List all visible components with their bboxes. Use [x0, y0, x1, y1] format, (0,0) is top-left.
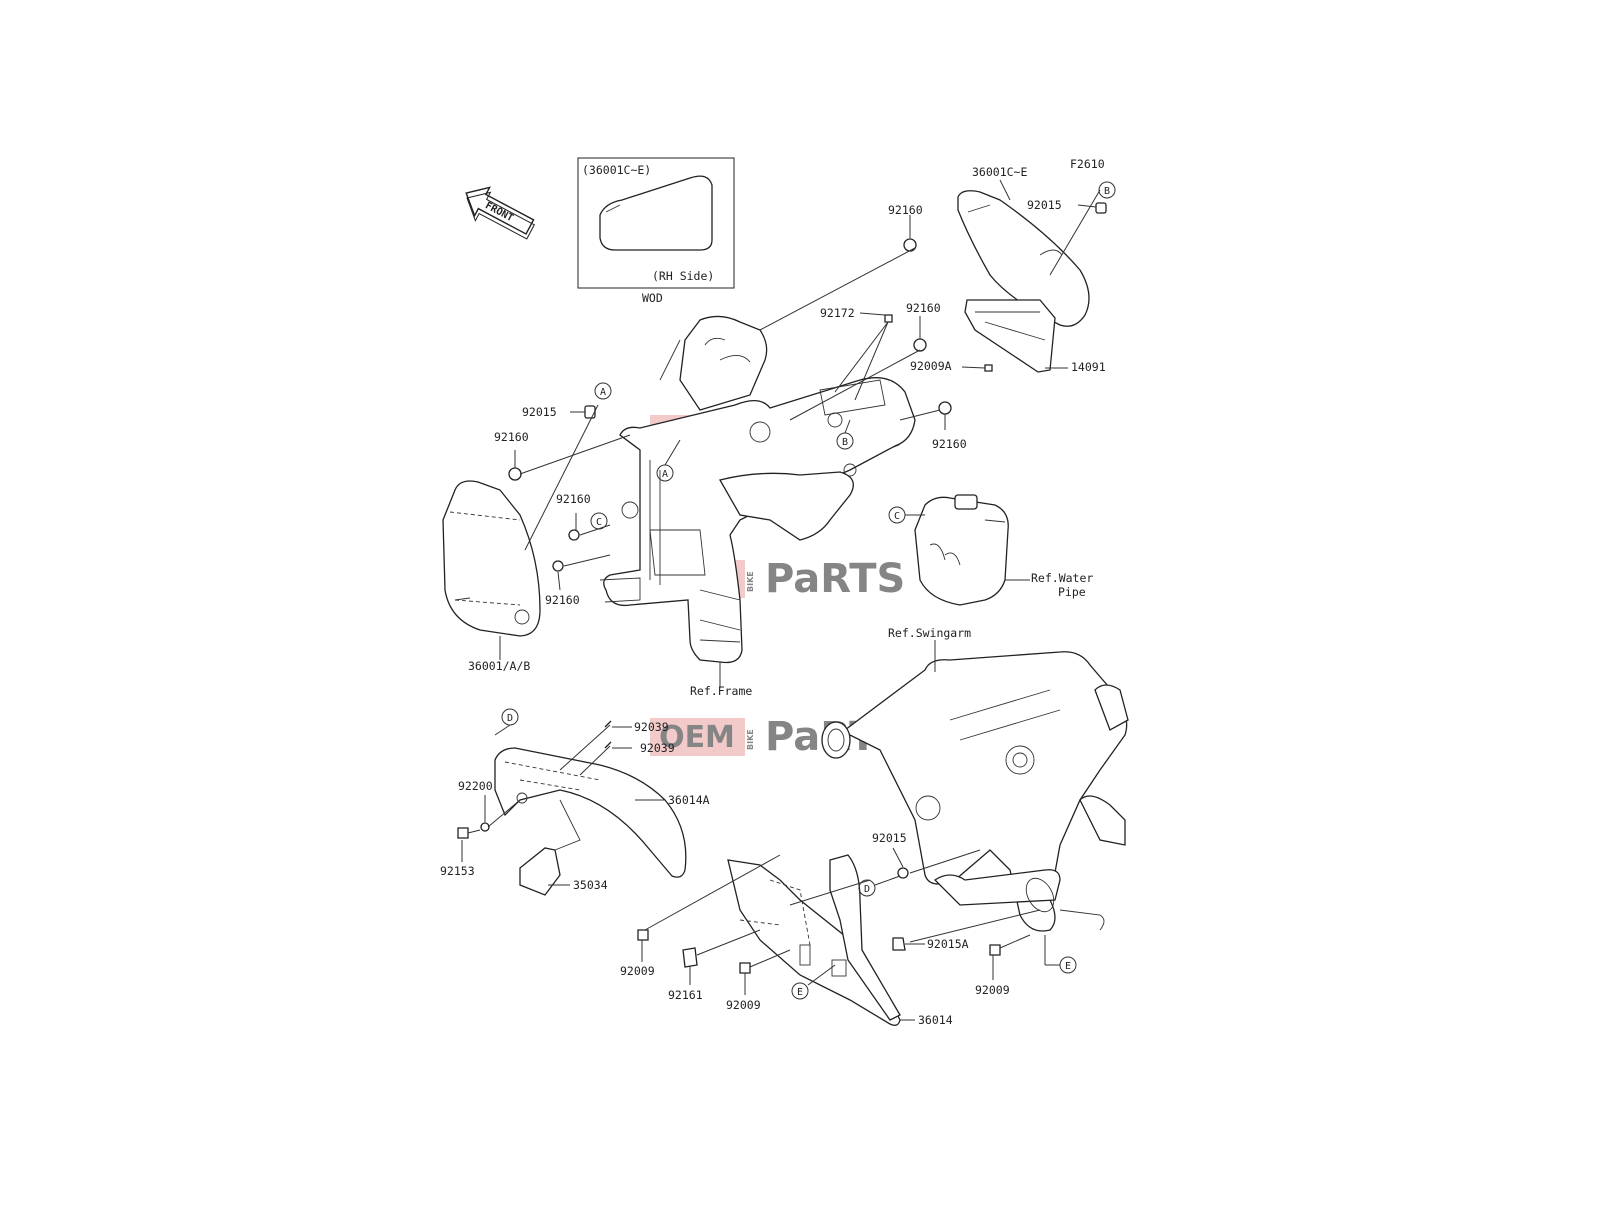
water-pump-cover	[914, 494, 1009, 606]
svg-text:E: E	[797, 987, 803, 998]
callout-36014a: 36014A	[668, 793, 710, 807]
callout-92160: 92160	[906, 301, 941, 315]
svg-text:PaRTS: PaRTS	[765, 556, 905, 602]
ref-marker-d-guard: D	[501, 708, 519, 726]
svg-text:B: B	[842, 437, 848, 448]
bolt-92153	[457, 827, 469, 839]
callout-92160: 92160	[545, 593, 580, 607]
ref-marker-b-frame: B	[836, 432, 854, 450]
collar-92015a	[892, 937, 906, 951]
bolt-92009a	[984, 364, 993, 372]
ref-marker-a-top: A	[594, 382, 612, 400]
callout-92009: 92009	[726, 998, 761, 1012]
svg-text:B: B	[1104, 186, 1110, 197]
callout-pipe: Pipe	[1058, 585, 1086, 599]
callout-92172: 92172	[820, 306, 855, 320]
ref-marker-d-swingarm: D	[858, 879, 876, 897]
callout-92160: 92160	[932, 437, 967, 451]
callout-92015: 92015	[1027, 198, 1062, 212]
callout-92161: 92161	[668, 988, 703, 1002]
callout-92015: 92015	[872, 831, 907, 845]
callout-14091: 14091	[1071, 360, 1106, 374]
inset-box: (36001C~E) (RH Side) WOD	[577, 157, 735, 305]
svg-text:A: A	[662, 469, 668, 480]
ref-marker-e-swingarm: E	[1059, 956, 1077, 974]
inset-title: (36001C~E)	[582, 163, 651, 177]
ref-marker-c-left: C	[590, 512, 608, 530]
callout-92015: 92015	[522, 405, 557, 419]
callout-92009: 92009	[620, 964, 655, 978]
bracket-14091	[964, 299, 1056, 373]
callout-ref-water: Ref.Water	[1031, 571, 1093, 585]
bolt-92172	[884, 314, 893, 323]
nut-92160-f	[552, 560, 564, 572]
callout-35034: 35034	[573, 878, 608, 892]
callout-92160: 92160	[888, 203, 923, 217]
chain-guard-upper	[494, 747, 687, 878]
bolt-92009-c	[989, 944, 1001, 956]
callout-92009: 92009	[975, 983, 1010, 997]
side-cover-lh	[442, 480, 541, 637]
nut-92160-a	[903, 238, 917, 252]
pin-92039	[604, 720, 612, 749]
nut-92160-d	[508, 467, 522, 481]
callout-ref-swingarm: Ref.Swingarm	[888, 626, 971, 640]
ref-markers: B A A B C C D D E E	[501, 181, 1116, 1000]
callout-ref-frame: Ref.Frame	[690, 684, 752, 698]
callout-labels: F2610 36001C~E 92160 92015 92172 92160 9…	[440, 157, 1106, 1027]
svg-text:BIKE: BIKE	[746, 729, 755, 750]
callout-92009a: 92009A	[910, 359, 952, 373]
frame	[599, 315, 916, 664]
svg-text:A: A	[600, 387, 606, 398]
callout-92039: 92039	[640, 741, 675, 755]
callout-92039: 92039	[634, 720, 669, 734]
callout-36014: 36014	[918, 1013, 953, 1027]
collar-92015-d	[897, 867, 909, 879]
svg-text:D: D	[864, 884, 870, 895]
callout-36001c-e: 36001C~E	[972, 165, 1027, 179]
svg-text:C: C	[894, 511, 900, 522]
leader-lines	[461, 179, 1101, 1021]
svg-text:C: C	[596, 517, 602, 528]
washer-92200	[480, 822, 490, 832]
collar-92015-b	[1095, 202, 1107, 214]
svg-text:D: D	[507, 713, 513, 724]
callout-92160: 92160	[494, 430, 529, 444]
chain-guard-lower	[727, 854, 901, 1026]
nut-92160-c	[938, 401, 952, 415]
ref-marker-b-top: B	[1098, 181, 1116, 199]
callout-92200: 92200	[458, 779, 493, 793]
diagram-code: F2610	[1070, 157, 1105, 171]
callout-92015a: 92015A	[927, 937, 969, 951]
collar-92015-a	[584, 405, 596, 419]
nut-92160-b	[913, 338, 927, 352]
inset-caption: (RH Side)	[652, 269, 714, 283]
svg-text:BIKE: BIKE	[746, 571, 755, 592]
callout-92153: 92153	[440, 864, 475, 878]
svg-text:OEM: OEM	[659, 720, 735, 755]
swingarm	[821, 651, 1129, 932]
callout-92160: 92160	[556, 492, 591, 506]
ref-marker-e-guard: E	[791, 982, 809, 1000]
bracket-35034	[519, 799, 581, 896]
inset-footer: WOD	[642, 291, 663, 305]
bolt-92009-b	[739, 962, 751, 974]
bolt-92009-a	[637, 929, 649, 941]
callout-36001-a-b: 36001/A/B	[468, 659, 530, 673]
front-arrow-icon: FRONT	[465, 186, 535, 240]
pad-92161	[682, 947, 698, 968]
side-cover-rh	[957, 190, 1090, 327]
nut-92160-e	[568, 529, 580, 541]
svg-text:E: E	[1065, 961, 1071, 972]
ref-marker-a-frame: A	[656, 464, 674, 482]
hardware	[457, 202, 1107, 974]
ref-marker-c-pump: C	[888, 506, 906, 524]
